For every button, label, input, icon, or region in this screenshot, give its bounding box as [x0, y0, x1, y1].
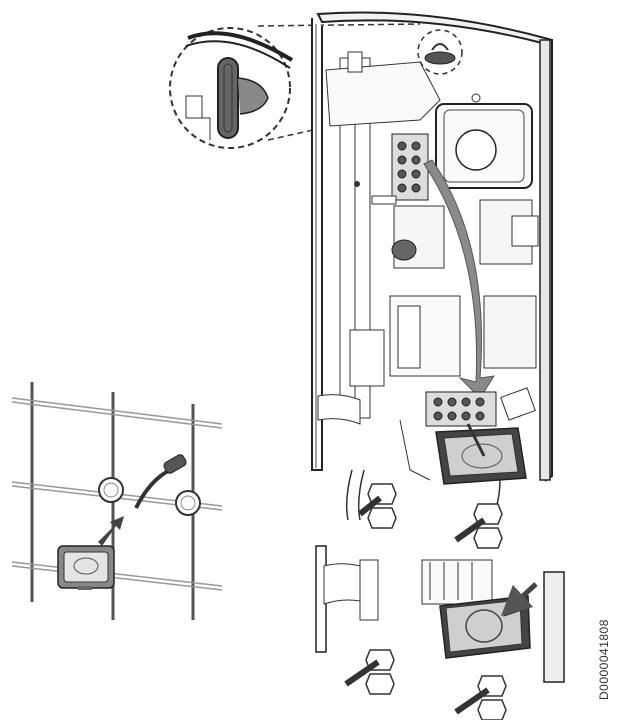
- document-id-label: D0000041808: [597, 619, 611, 700]
- detail-zoom-release-knob: [169, 23, 463, 149]
- water-heater-housing: [311, 11, 553, 485]
- upper-terminal-block: [391, 133, 429, 201]
- cable-entry-grommet: [435, 423, 527, 485]
- lower-terminal-block: [425, 391, 497, 427]
- pipe-opening-left: [98, 477, 124, 503]
- up-arrow-icon: [98, 516, 124, 546]
- knob-icon: [217, 57, 239, 139]
- wall-cable-entry: [11, 382, 223, 620]
- grommet-insert-detail: [315, 545, 565, 720]
- water-connections-upper: [345, 469, 503, 549]
- curved-arrow-icon: [423, 159, 496, 399]
- pipe-opening-right: [175, 490, 201, 516]
